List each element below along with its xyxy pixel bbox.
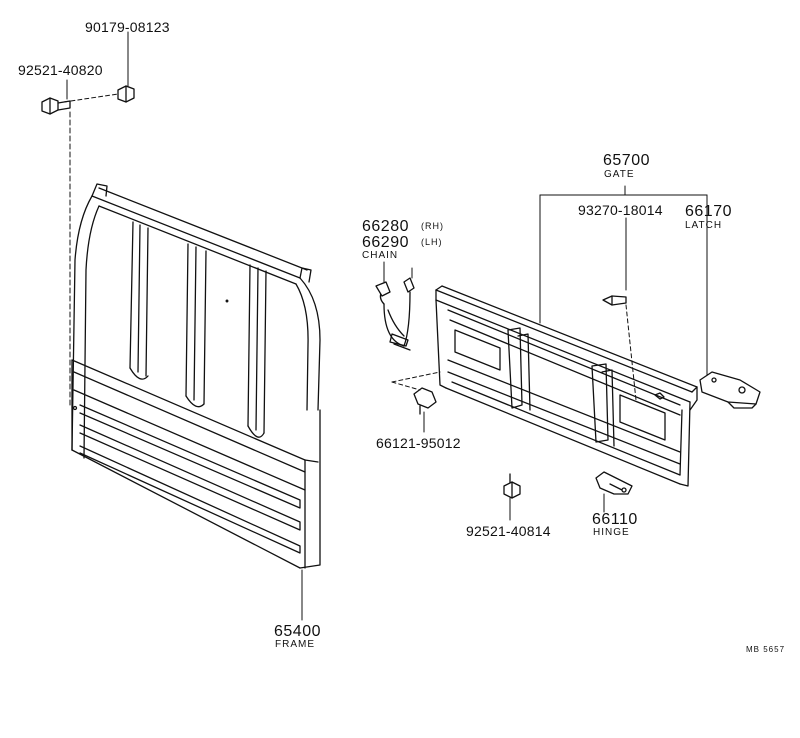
part-number-hinge: 66110 (592, 511, 638, 528)
part-name-frame: FRAME (275, 639, 315, 650)
part-number-frame: 65400 (274, 623, 321, 640)
bolt-top-icon (41, 97, 71, 115)
part-number-gate: 65700 (603, 152, 650, 169)
hinge-icon (595, 471, 633, 495)
bolt-bottom-icon (503, 473, 521, 499)
part-number-chain-lh: 66290 (362, 234, 409, 251)
part-name-hinge: HINGE (593, 527, 630, 538)
frame-assembly (71, 183, 321, 569)
part-number-screw: 93270-18014 (578, 202, 663, 218)
part-number-bolt-bottom: 92521-40814 (466, 523, 551, 539)
part-number-latch: 66170 (685, 203, 732, 220)
part-number-nut: 90179-08123 (85, 19, 170, 35)
part-number-pin: 66121-95012 (376, 435, 461, 451)
part-number-chain-rh: 66280 (362, 218, 409, 235)
side-rh: (RH) (421, 221, 444, 231)
part-name-chain: CHAIN (362, 250, 399, 261)
screw-icon (602, 295, 627, 306)
gate-assembly (435, 285, 698, 487)
diagram-reference: MB 5657 (746, 645, 786, 654)
pin-icon (413, 387, 437, 415)
side-lh: (LH) (421, 237, 443, 247)
part-number-bolt-top: 92521-40820 (18, 62, 103, 78)
part-name-gate: GATE (604, 169, 635, 180)
latch-icon (699, 371, 761, 409)
nut-icon (117, 85, 135, 103)
chain-icon (375, 277, 415, 351)
part-name-latch: LATCH (685, 220, 723, 231)
